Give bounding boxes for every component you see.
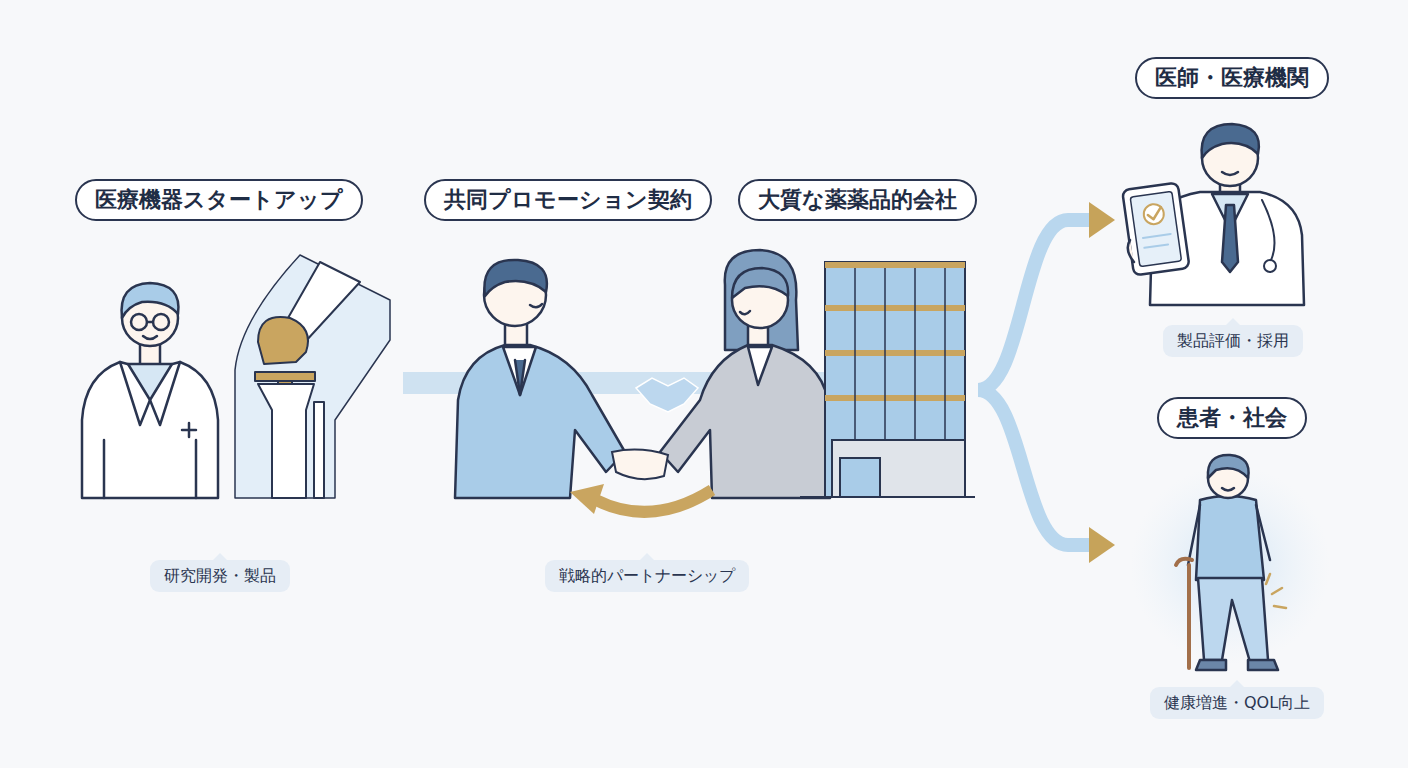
node-group: 大質な薬薬品的会社 [728,175,978,505]
handshake-icon [636,378,698,412]
arrow-head [1089,202,1115,238]
arrow-head [1089,527,1115,563]
flow-connector [978,202,1115,390]
heading-pill: 医師・医療機関 [1135,57,1329,99]
caption-tag: 戦略的パートナーシップ [545,560,749,592]
knee-implant [235,255,390,498]
company-building [800,262,975,497]
caption-tag: 研究開発・製品 [150,560,290,592]
heading-pill: 大質な薬薬品的会社 [738,179,977,221]
flow-connector [978,390,1115,563]
connector-line [978,220,1089,390]
node-group: 共同プロモーション契約戦略的パートナーシップ [410,175,728,600]
heading-pill: 医療機器スタートアップ [75,179,363,221]
doctor-figure [1122,124,1304,305]
patient-figure [1176,455,1286,670]
connector-line [978,390,1089,545]
caption-tag: 製品評価・採用 [1163,325,1303,357]
caption-tag: 健康増進・QOL向上 [1150,687,1324,719]
heading-pill: 共同プロモーション契約 [424,179,712,221]
heading-pill: 患者・社会 [1157,397,1307,439]
node-group: 患者・社会健康増進・QOL向上 [1115,395,1350,725]
scientist-figure [82,283,218,498]
node-group: 医療機器スタートアップ研究開発・製品 [60,175,405,600]
node-group: 医師・医療機関製品評価・採用 [1115,55,1350,365]
cycle-arrow [570,484,712,514]
handshake [612,450,668,480]
businessman-figure [455,260,625,498]
businesswoman-figure [660,250,830,498]
